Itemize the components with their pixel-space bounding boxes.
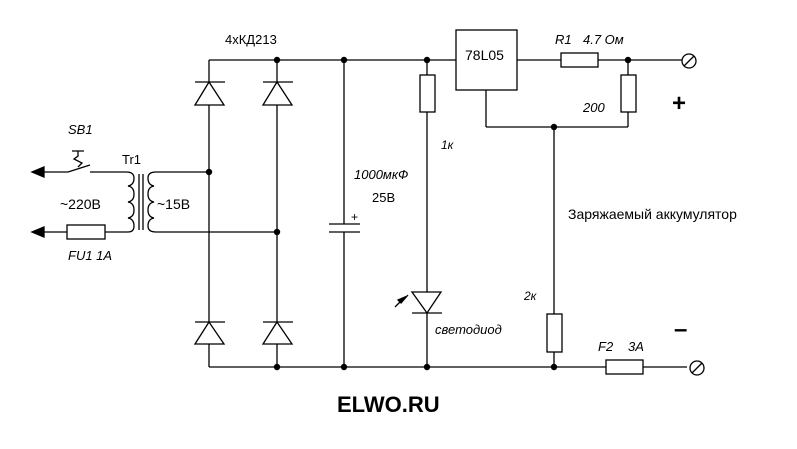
junction-dot [273,363,281,371]
junction-dot [423,363,431,371]
junction-dot [273,228,281,236]
fuse-f2 [605,359,644,375]
arrow-left-icon [30,226,45,238]
junction-dot [550,363,558,371]
diode-upper-left [193,80,226,106]
label-r1: R1 [555,32,572,47]
resistor-2k [546,313,563,353]
junction-dot [205,168,213,176]
resistor-1k [419,74,436,113]
junction-dot [624,56,632,64]
label-r-2k: 2к [524,289,537,303]
diode-lower-right [261,320,294,345]
label-resistor-1k: 1к [441,138,454,152]
label-r1-value: 4.7 Ом [583,32,624,47]
label-sb1: SB1 [68,122,93,137]
label-battery: Заряжаемый аккумулятор [568,206,737,222]
label-fu1: FU1 1A [68,248,113,263]
label-capacitor-value: 1000мкФ [354,167,409,182]
led [394,291,443,315]
label-led: светодиод [435,322,502,337]
transformer-tr1 [125,171,157,233]
capacitor [329,223,360,233]
resistor-200 [620,74,637,113]
label-fuse2-value: 3A [628,339,644,354]
label-mains-voltage: ~220В [60,196,101,212]
label-fuse2: F2 [598,339,614,354]
junction-dot [273,56,281,64]
fuse-fu1 [66,224,106,240]
label-regulator: 78L05 [465,47,504,63]
arrow-left-icon [30,166,45,178]
label-bridge: 4хКД213 [225,32,277,47]
switch-sb1 [67,150,126,173]
label-minus: – [674,316,688,343]
label-cap-polarity: + [351,210,359,224]
terminal-minus [689,360,705,376]
diode-upper-right [261,80,294,106]
label-r-200: 200 [583,100,605,115]
label-secondary-voltage: ~15В [157,196,191,212]
junction-dot [550,123,558,131]
junction-dot [340,56,348,64]
terminal-plus [681,53,697,69]
resistor-r1 [560,52,599,68]
junction-dot [423,56,431,64]
label-tr1: Tr1 [122,152,142,167]
diode-lower-left [193,320,226,345]
site-title: ELWO.RU [337,392,440,417]
label-plus: + [672,90,687,117]
junction-dot [340,363,348,371]
label-capacitor-voltage: 25В [372,190,396,205]
